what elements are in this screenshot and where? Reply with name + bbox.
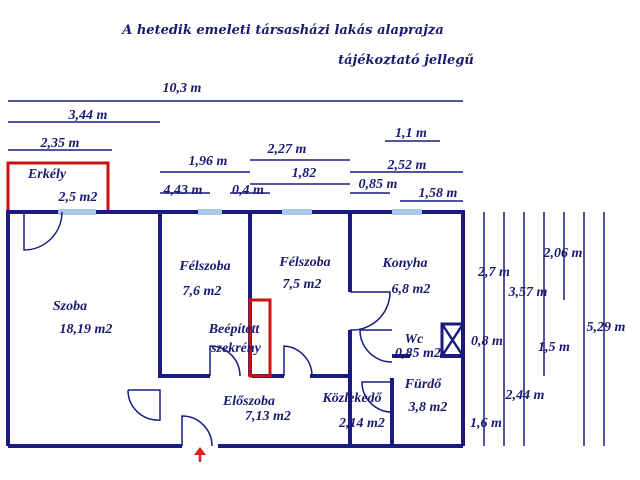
door-furdo [361, 381, 393, 413]
window [392, 209, 422, 215]
room-name-szekreny: szekrény [210, 341, 262, 356]
room-name-wc: Wc [405, 332, 424, 347]
plan-subtitle: tájékoztató jellegű [338, 53, 474, 68]
door-entrance [181, 415, 213, 447]
dim-label: 2,06 m [543, 246, 583, 261]
room-name-eloszoba: Előszoba [222, 394, 275, 409]
door-balcony [23, 211, 63, 251]
wc-fixture [440, 322, 465, 358]
wardrobe-outline [248, 298, 272, 378]
top-dimension-lines [8, 100, 463, 202]
room-area-wc: 0,85 m2 [395, 346, 441, 361]
plan-title: A hetedik emeleti társasházi lakás alapr… [120, 23, 444, 38]
door-konyha [349, 291, 391, 331]
room-area-kozlekedo: 2,14 m2 [338, 416, 385, 431]
dim-label: 1,58 m [419, 186, 458, 201]
room-name-furdo: Fürdő [404, 377, 443, 392]
dim-label: 2,7 m [477, 265, 510, 280]
door-wc [359, 329, 393, 363]
window [282, 209, 312, 215]
dim-label: 2,44 m [505, 388, 545, 403]
room-name-erkely: Erkély [27, 167, 67, 182]
side-dimension-lines [483, 212, 605, 446]
room-area-felszoba-1: 7,6 m2 [183, 284, 222, 299]
side-dimension-labels: 2,06 m 2,7 m 3,57 m 5,29 m 0,8 m 1,5 m 2… [470, 246, 626, 431]
dim-label: 10,3 m [163, 81, 202, 96]
dim-label: 3,57 m [508, 285, 548, 300]
dim-label: 2,52 m [387, 158, 427, 173]
dim-label: 1,6 m [470, 416, 502, 431]
room-area-erkely: 2,5 m2 [58, 190, 98, 205]
door-felszoba2 [283, 345, 313, 377]
dim-label: 2,35 m [40, 136, 80, 151]
dim-label: 1,1 m [395, 126, 427, 141]
room-name-felszoba-2: Félszoba [278, 255, 330, 270]
room-labels: Erkély 2,5 m2 Szoba 18,19 m2 Félszoba 7,… [27, 167, 448, 431]
dim-label: 5,29 m [587, 320, 626, 335]
dim-label: 1,5 m [538, 340, 570, 355]
interior-walls [8, 212, 463, 448]
window [58, 209, 96, 215]
dim-label: 0,85 m [359, 177, 398, 192]
dim-label: 1,82 [292, 166, 317, 181]
windows [58, 209, 422, 215]
entrance-arrow-icon [194, 447, 206, 462]
room-name-szoba: Szoba [53, 299, 87, 314]
room-name-konyha: Konyha [381, 256, 427, 271]
dim-label: 3,44 m [68, 108, 108, 123]
room-name-beepitett: Beépített [208, 322, 261, 337]
dim-label: 0,8 m [471, 334, 503, 349]
door-swings [23, 211, 393, 447]
dim-label: 0,4 m [232, 183, 264, 198]
door-felszoba1 [209, 345, 241, 377]
dim-label: 1,96 m [189, 154, 228, 169]
room-name-kozlekedo: Közlekedő [321, 391, 382, 406]
room-area-felszoba-2: 7,5 m2 [283, 277, 322, 292]
door-szoba [127, 389, 161, 421]
top-dimension-labels: 10,3 m 3,44 m 2,35 m 1,1 m 2,27 m 1,96 m… [40, 81, 458, 201]
room-area-konyha: 6,8 m2 [392, 282, 431, 297]
room-area-furdo: 3,8 m2 [408, 400, 448, 415]
room-name-felszoba-1: Félszoba [178, 259, 230, 274]
dim-label: 4,43 m [163, 183, 203, 198]
room-area-eloszoba: 7,13 m2 [245, 409, 291, 424]
window [198, 209, 222, 215]
room-area-szoba: 18,19 m2 [60, 322, 113, 337]
dim-label: 2,27 m [267, 142, 307, 157]
